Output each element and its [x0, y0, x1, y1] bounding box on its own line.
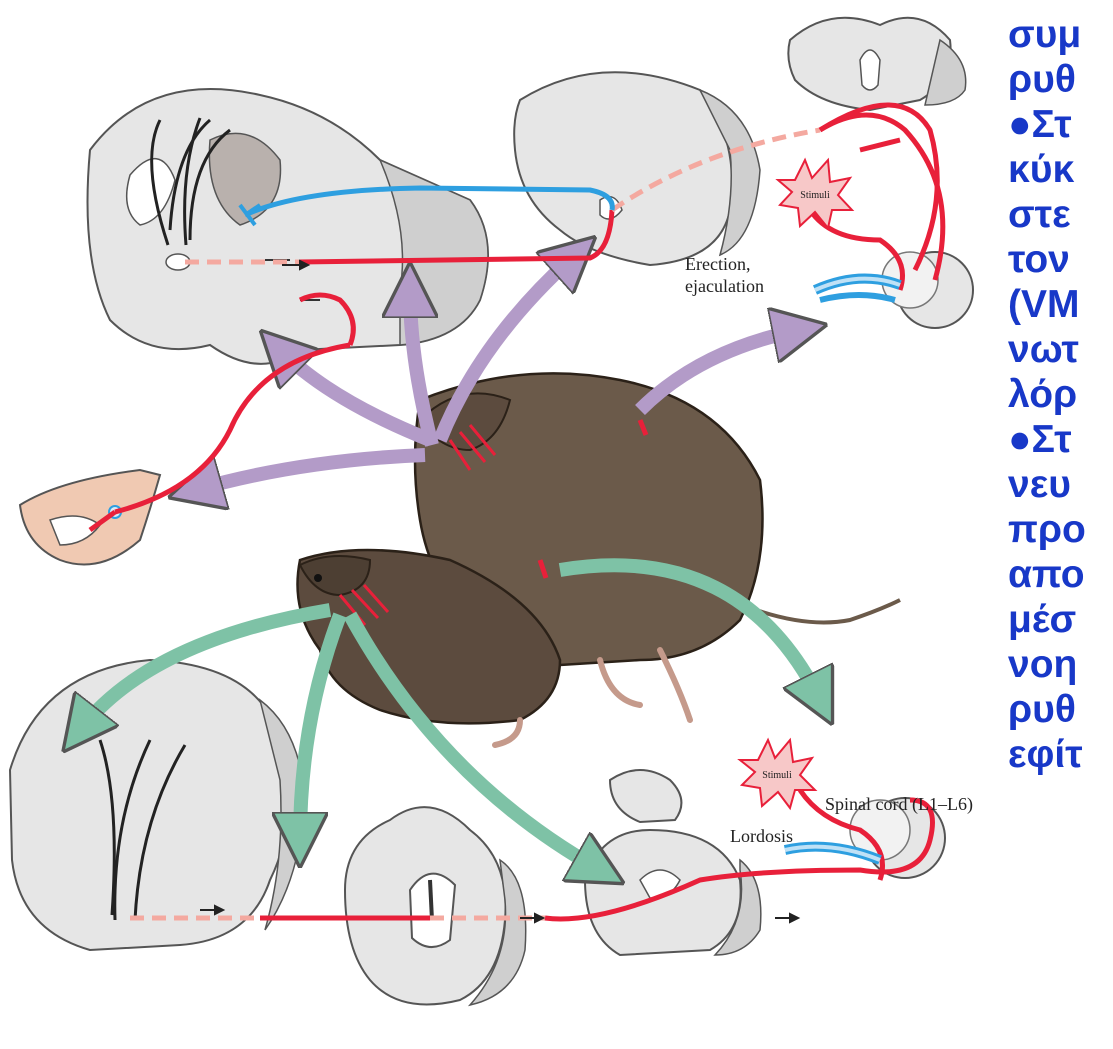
side-text-line: ρυθ: [1008, 57, 1113, 102]
spinal-cord-label: Spinal cord (L1–L6): [825, 794, 973, 815]
side-text-line: ●Στ: [1008, 417, 1113, 462]
brainstem-section-bottom: [345, 807, 526, 1005]
side-text-line: (VM: [1008, 282, 1113, 327]
side-text-line: νωτ: [1008, 327, 1113, 372]
erection-label: Erection,: [685, 254, 750, 274]
side-text-line: εφίτ: [1008, 732, 1113, 777]
forebrain-section-bottom: [10, 660, 305, 950]
side-text-line: νευ: [1008, 462, 1113, 507]
side-text-line: κύκ: [1008, 147, 1113, 192]
side-text-line: ρυθ: [1008, 687, 1113, 732]
midbrain-section-top: [514, 72, 760, 265]
snout-section: [20, 470, 160, 565]
side-text-line: στε: [1008, 192, 1113, 237]
side-text-line: λόρ: [1008, 372, 1113, 417]
stimuli-label-bottom: Stimuli: [762, 770, 792, 781]
side-text-line: συμ: [1008, 12, 1113, 57]
stimuli-label-top: Stimuli: [800, 190, 830, 201]
side-text-line: προ: [1008, 507, 1113, 552]
forebrain-section-top: [88, 89, 489, 364]
lordosis-label: Lordosis: [730, 826, 793, 846]
ejaculation-label: ejaculation: [685, 276, 764, 296]
side-text-line: ●Στ: [1008, 102, 1113, 147]
greek-side-text: συμ ρυθ ●Στ κύκ στε τον (VM νωτ λόρ ●Στ …: [1008, 12, 1113, 1049]
side-text-line: τον: [1008, 237, 1113, 282]
side-text-line: νοη: [1008, 642, 1113, 687]
side-text-line: μέσ: [1008, 597, 1113, 642]
side-text-line: απο: [1008, 552, 1113, 597]
